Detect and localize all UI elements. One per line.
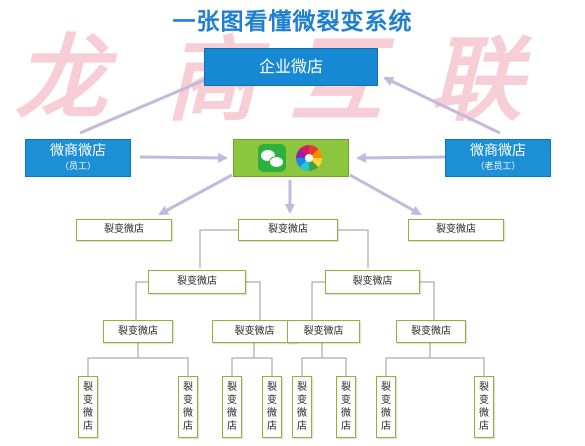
moments-icon [296, 145, 322, 171]
arrow-center-to-left-fission [158, 173, 233, 216]
fission-store-leaf-node: 裂变微店 [222, 376, 242, 438]
page-title: 一张图看懂微裂变系统 [172, 9, 413, 35]
tree-level-3-c [301, 343, 347, 376]
tree-level-3-a [87, 343, 189, 376]
fission-store-leaf-node: 裂变微店 [78, 376, 98, 438]
arrow-left-to-top [79, 68, 230, 135]
senior-employee-store-sub: （老员工） [475, 162, 521, 172]
fission-store-leaf-node: 裂变微店 [376, 376, 396, 438]
senior-employee-store-name: 微商微店 [470, 143, 526, 159]
employee-store-name: 微商微店 [50, 143, 106, 159]
fission-store-node: 裂变微店 [238, 219, 338, 241]
fission-store-leaf-node: 裂变微店 [262, 376, 282, 438]
fission-store-node: 裂变微店 [212, 320, 297, 343]
fission-store-leaf-node: 裂变微店 [178, 376, 198, 438]
wechat-icon [258, 144, 286, 172]
fission-store-node: 裂变微店 [408, 219, 504, 241]
enterprise-store-node: 企业微店 [204, 48, 378, 86]
tree-level-3-d [385, 343, 485, 376]
fission-store-node: 裂变微店 [325, 270, 420, 294]
fission-store-node: 裂变微店 [103, 320, 173, 343]
tree-level-2-left [135, 281, 261, 320]
fission-store-node: 裂变微店 [148, 270, 246, 294]
senior-employee-store-node: 微商微店 （老员工） [445, 139, 551, 177]
arrow-right-to-center [356, 152, 446, 163]
wechat-hub-node [233, 139, 349, 177]
employee-store-node: 微商微店 （员工） [25, 139, 131, 177]
arrow-right-to-top [383, 76, 501, 135]
watermark-char-4: 联 [430, 26, 533, 134]
fission-store-leaf-node: 裂变微店 [292, 376, 312, 438]
fission-store-node: 裂变微店 [396, 320, 466, 343]
fission-store-leaf-node: 裂变微店 [474, 376, 494, 438]
tree-level-2-right [311, 281, 435, 320]
tree-level-1 [199, 229, 369, 268]
fission-store-leaf-node: 裂变微店 [336, 376, 356, 438]
watermark-char-1: 龙 [15, 24, 118, 132]
fission-store-node: 裂变微店 [287, 320, 360, 343]
employee-store-sub: （员工） [59, 162, 96, 172]
arrow-center-to-right-fission [349, 173, 422, 216]
tree-level-3-b [231, 343, 273, 376]
arrow-left-to-center [139, 152, 228, 163]
fission-store-node: 裂变微店 [76, 219, 172, 241]
